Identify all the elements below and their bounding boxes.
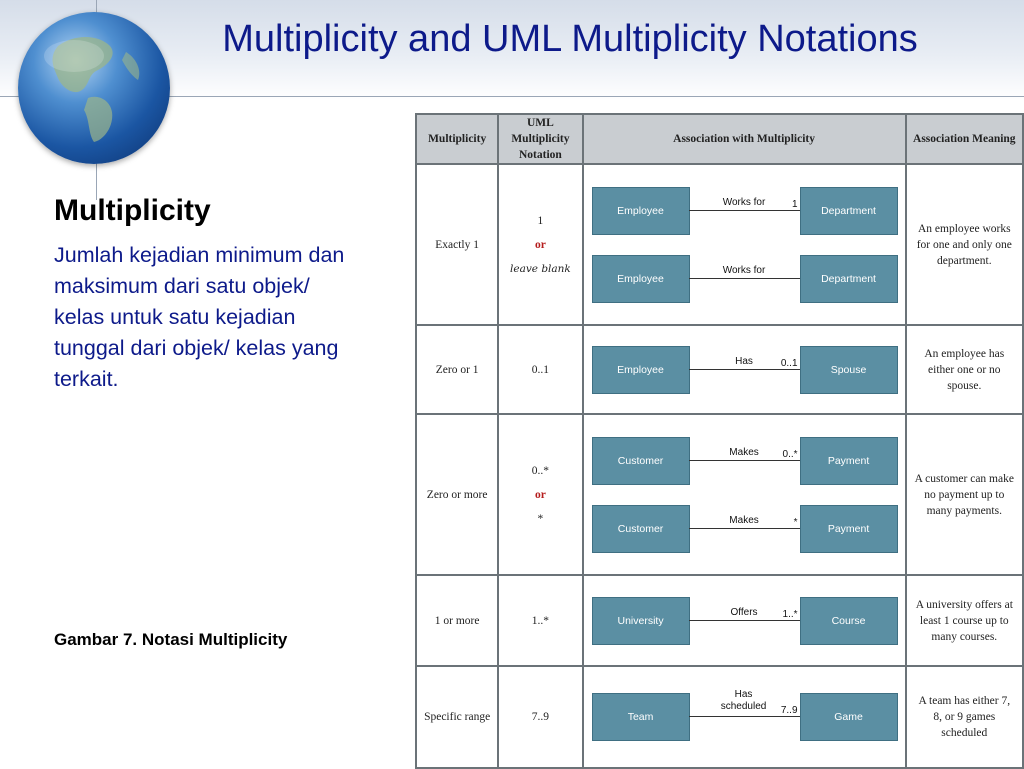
section-heading: Multiplicity [54, 194, 211, 227]
class-box: Department [799, 254, 898, 303]
notation-cell: 0..1 [497, 324, 584, 415]
table-row: 1 or more 1..* University Offers 1..* Co… [414, 574, 1024, 667]
table-row: Exactly 1 1 or leave blank Employee Work… [414, 163, 1024, 326]
notation-cell: 0..* or * [497, 413, 584, 576]
slide-title: Multiplicity and UML Multiplicity Notati… [222, 18, 918, 60]
meaning-cell: An employee works for one and only one d… [904, 163, 1024, 326]
association-diagram: Customer Makes * Payment [584, 495, 905, 563]
multiplicity-cell: 1 or more [414, 574, 500, 667]
header-multiplicity: Multiplicity [414, 113, 500, 165]
association-label: Has scheduled [720, 689, 767, 712]
meaning-cell: An employee has either one or no spouse. [904, 324, 1024, 415]
table-row: Zero or 1 0..1 Employee Has 0..1 Spouse … [414, 324, 1024, 415]
meaning-cell: A university offers at least 1 course up… [904, 574, 1024, 667]
association-label: Works for [722, 196, 766, 208]
association-diagram: Team Has scheduled 7..9 Game [584, 683, 905, 751]
multiplicity-cell: Exactly 1 [414, 163, 500, 326]
association-line [688, 209, 800, 211]
multiplicity-label: 1 [791, 198, 798, 210]
class-box: Team [591, 693, 690, 741]
class-box: Employee [591, 254, 690, 303]
class-box: Course [799, 596, 898, 645]
class-box: Employee [591, 345, 690, 394]
class-box: Department [799, 186, 898, 235]
association-line [688, 459, 800, 461]
notation-value: 0..* [531, 464, 550, 477]
association-diagram: Customer Makes 0..* Payment [584, 427, 905, 495]
class-box: Game [799, 693, 898, 741]
multiplicity-table: Multiplicity UML Multiplicity Notation A… [414, 113, 1024, 769]
association-cell: Customer Makes 0..* Payment Customer Mak… [581, 413, 907, 576]
association-label: Makes [729, 514, 759, 526]
association-line [688, 277, 800, 279]
multiplicity-label: 0..1 [780, 357, 798, 369]
association-label: Has [735, 355, 753, 367]
multiplicity-cell: Zero or 1 [414, 324, 500, 415]
header-notation: UML Multiplicity Notation [497, 113, 584, 165]
association-line [688, 368, 800, 370]
notation-cell: 7..9 [497, 665, 584, 769]
multiplicity-label: * [793, 516, 798, 528]
class-box: Spouse [799, 345, 898, 394]
class-box: Payment [799, 504, 898, 553]
meaning-cell: A team has either 7, 8, or 9 games sched… [904, 665, 1024, 769]
association-cell: Employee Works for 1 Department Employee… [581, 163, 907, 326]
header-meaning: Association Meaning [904, 113, 1024, 165]
association-diagram: Employee Has 0..1 Spouse [584, 336, 905, 404]
table-row: Specific range 7..9 Team Has scheduled 7… [414, 665, 1024, 769]
association-line [688, 619, 800, 621]
association-cell: University Offers 1..* Course [581, 574, 907, 667]
notation-value: * [537, 512, 544, 525]
association-cell: Employee Has 0..1 Spouse [581, 324, 907, 415]
association-line [688, 716, 800, 717]
definition-text: Jumlah kejadian minimum dan maksimum dar… [54, 243, 345, 391]
class-box: Customer [591, 436, 690, 485]
figure-caption: Gambar 7. Notasi Multiplicity [54, 630, 288, 649]
header-association: Association with Multiplicity [581, 113, 907, 165]
multiplicity-label: 7..9 [780, 705, 798, 716]
notation-value: 1..* [531, 614, 550, 627]
table-row: Zero or more 0..* or * Customer Makes 0.… [414, 413, 1024, 576]
notation-cell: 1..* [497, 574, 584, 667]
notation-value: leave blank [510, 262, 571, 275]
association-line [688, 527, 800, 529]
association-diagram: Employee Works for Department [584, 245, 905, 313]
association-label: Works for [722, 264, 766, 276]
notation-value: 7..9 [531, 711, 550, 723]
class-box: Payment [799, 436, 898, 485]
header-rule [0, 96, 1024, 97]
notation-value: 0..1 [531, 363, 550, 376]
class-box: Customer [591, 504, 690, 553]
globe-icon [18, 12, 170, 164]
title-band [0, 0, 1024, 100]
notation-cell: 1 or leave blank [497, 163, 584, 326]
multiplicity-cell: Specific range [414, 665, 500, 769]
association-cell: Team Has scheduled 7..9 Game [581, 665, 907, 769]
multiplicity-figure: Multiplicity UML Multiplicity Notation A… [414, 113, 1024, 769]
notation-value: 1 [537, 214, 544, 227]
multiplicity-label: 1..* [782, 608, 798, 620]
association-diagram: University Offers 1..* Course [584, 587, 905, 655]
multiplicity-cell: Zero or more [414, 413, 500, 576]
association-label: Offers [730, 606, 758, 618]
class-box: Employee [591, 186, 690, 235]
association-diagram: Employee Works for 1 Department [584, 177, 905, 245]
table-header-row: Multiplicity UML Multiplicity Notation A… [414, 113, 1024, 165]
association-label: Makes [729, 446, 759, 458]
multiplicity-label: 0..* [782, 448, 798, 460]
class-box: University [591, 596, 690, 645]
meaning-cell: A customer can make no payment up to man… [904, 413, 1024, 576]
notation-or: or [534, 238, 546, 251]
notation-or: or [534, 488, 546, 501]
